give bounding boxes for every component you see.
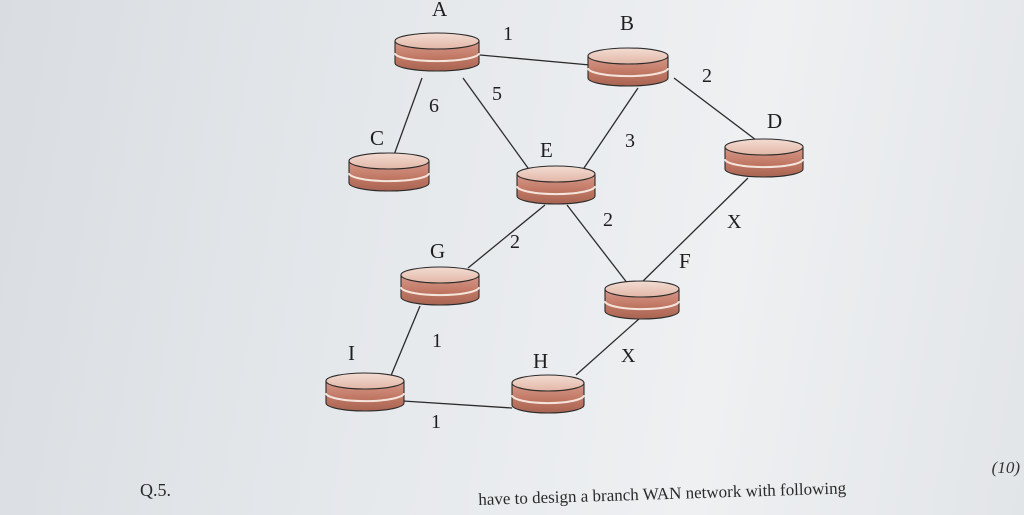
router-f-icon xyxy=(604,280,680,320)
router-h-icon xyxy=(511,374,585,414)
router-b-icon xyxy=(587,47,669,87)
question-number: Q.5. xyxy=(140,480,171,500)
edge-weight-a-e: 5 xyxy=(492,83,502,105)
edge-weight-e-f: 2 xyxy=(603,209,613,231)
question-marks: (10) xyxy=(991,458,1020,477)
edge-weight-b-d: 2 xyxy=(702,65,712,87)
router-d-icon xyxy=(724,138,804,178)
node-label-d: D xyxy=(767,109,782,133)
edge-weight-a-c: 6 xyxy=(429,95,439,117)
node-label-e: E xyxy=(540,138,553,162)
edge-b-e xyxy=(583,87,639,169)
edge-a-e xyxy=(462,77,529,169)
router-e-icon xyxy=(516,165,596,205)
edge-weight-i-h: 1 xyxy=(431,411,441,433)
edge-i-h xyxy=(402,400,513,409)
router-c-icon xyxy=(348,152,430,192)
edge-weight-a-b: 1 xyxy=(503,23,513,45)
edge-weight-b-e: 3 xyxy=(625,130,635,152)
edge-weight-e-g: 2 xyxy=(510,231,520,253)
edge-weight-f-h: X xyxy=(621,345,636,367)
edge-weight-d-f: X xyxy=(727,211,742,233)
edge-f-h xyxy=(575,317,641,376)
router-g-icon xyxy=(400,266,480,306)
node-label-g: G xyxy=(430,239,445,263)
node-label-c: C xyxy=(370,126,384,150)
edge-d-f xyxy=(639,177,749,285)
edge-e-f xyxy=(566,204,629,285)
edge-e-g xyxy=(467,204,546,269)
router-a-icon xyxy=(394,32,480,72)
edge-a-c xyxy=(393,77,423,156)
edge-a-b xyxy=(479,54,591,66)
edge-g-i xyxy=(389,305,421,379)
node-label-a: A xyxy=(432,0,448,21)
node-label-f: F xyxy=(679,249,691,273)
node-label-h: H xyxy=(533,349,548,373)
node-label-b: B xyxy=(620,11,634,35)
router-i-icon xyxy=(325,372,405,412)
edge-b-d xyxy=(673,77,757,141)
edge-weight-g-i: 1 xyxy=(432,330,442,352)
node-label-i: I xyxy=(348,341,355,365)
